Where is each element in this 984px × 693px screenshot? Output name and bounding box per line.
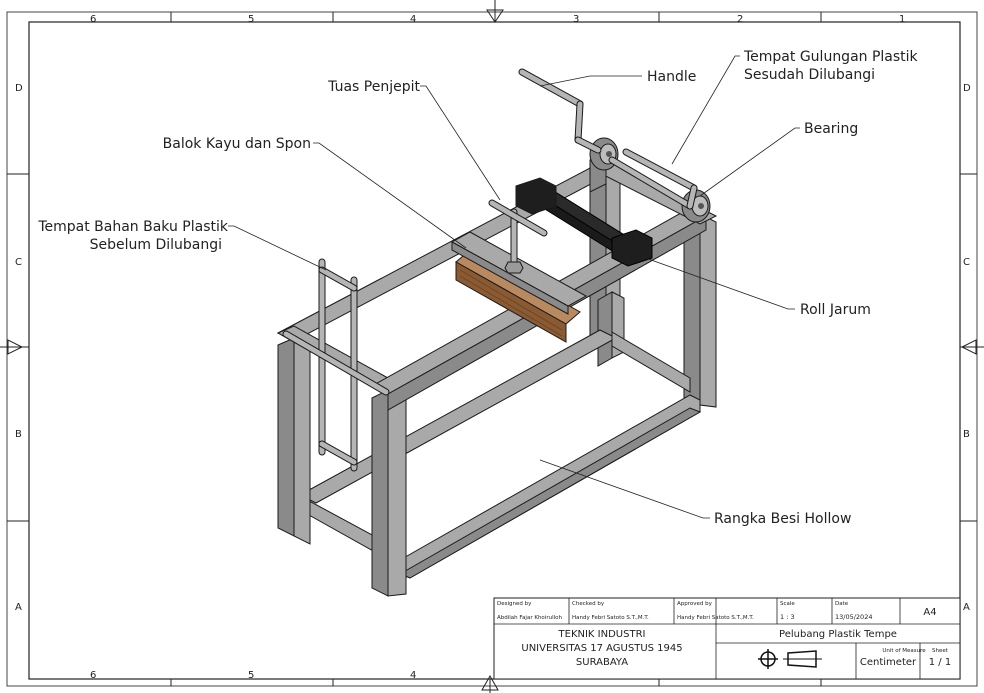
checked-by-value: Handy Febri Satoto S.T.,M.T. [572,615,649,621]
row-label-left-b: B [15,429,22,440]
callout-raw-line1: Tempat Bahan Baku Plastik [37,219,229,235]
title-block: Designed by Abdilah Fajar Khoirulloh Che… [493,597,961,680]
paper-size: A4 [923,607,936,618]
raw-material-rack [282,258,390,472]
callout-rewind-line2: Sesudah Dilubangi [744,67,875,83]
leader-lines [228,55,800,519]
sheet-value: 1 / 1 [929,657,951,668]
row-label-left-c: C [15,257,22,268]
callout-raw-line2: Sebelum Dilubangi [90,237,222,253]
row-label-right-c: C [963,257,970,268]
row-label-left-d: D [15,83,23,94]
org-line-1: TEKNIK INDUSTRI [558,629,646,640]
designed-by-value: Abdilah Fajar Khoirulloh [497,615,562,621]
col-label-bottom-5: 5 [248,670,254,681]
org-line-2: UNIVERSITAS 17 AGUSTUS 1945 [521,643,682,654]
callout-wood-block: Balok Kayu dan Spon [163,136,311,152]
callout-handle: Handle [647,69,696,85]
row-label-right-a: A [963,602,970,613]
col-label-top-3: 3 [573,14,579,25]
machine-assembly [276,68,718,597]
checked-by-label: Checked by [572,601,605,607]
frame-mid-post [597,291,625,367]
callout-bearing: Bearing [804,121,858,137]
frame-back-left-post [589,171,621,339]
col-label-top-5: 5 [248,14,254,25]
needle-roll-left-block [515,177,557,215]
date-value: 13/05/2024 [835,613,872,621]
zone-ticks [7,12,977,686]
col-label-top-1: 1 [899,14,905,25]
bearing-left [589,137,619,171]
frame-lower-right-crossbar [611,331,691,393]
col-label-bottom-4: 4 [410,670,416,681]
outer-border [6,11,978,687]
org-line-3: SURABAYA [576,657,628,668]
drawing-title: Pelubang Plastik Tempe [779,629,897,640]
designed-by-label: Designed by [497,601,532,607]
callout-needle-roll: Roll Jarum [800,302,871,318]
unit-label: Unit of Measure [882,648,926,654]
sheet-label: Sheet [932,648,949,654]
col-label-top-6: 6 [90,14,96,25]
col-label-bottom-6: 6 [90,670,96,681]
clamp-lever [488,199,548,274]
projection-symbol-icon [758,649,822,669]
callout-frame: Rangka Besi Hollow [714,511,851,527]
approved-by-label: Approved by [677,601,713,607]
rewind-holder [608,148,698,210]
unit-value: Centimeter [860,657,917,668]
callout-clamp-lever: Tuas Penjepit [327,79,420,95]
scale-value: 1 : 3 [780,613,795,621]
date-label: Date [835,601,849,607]
frame-front-left-leg [277,337,311,545]
callout-rewind-line1: Tempat Gulungan Plastik [743,49,919,65]
row-label-right-d: D [963,83,971,94]
frame-back-right-post [683,213,717,414]
frame-front-right-leg [371,389,407,597]
approved-by-value: Handy Febri Satoto S.T.,M.T. [677,615,754,621]
crank-handle [518,68,602,154]
col-label-top-4: 4 [410,14,416,25]
col-label-top-2: 2 [737,14,743,25]
row-label-right-b: B [963,429,970,440]
needle-roll [515,177,653,267]
scale-label: Scale [780,601,795,607]
row-label-left-a: A [15,602,22,613]
